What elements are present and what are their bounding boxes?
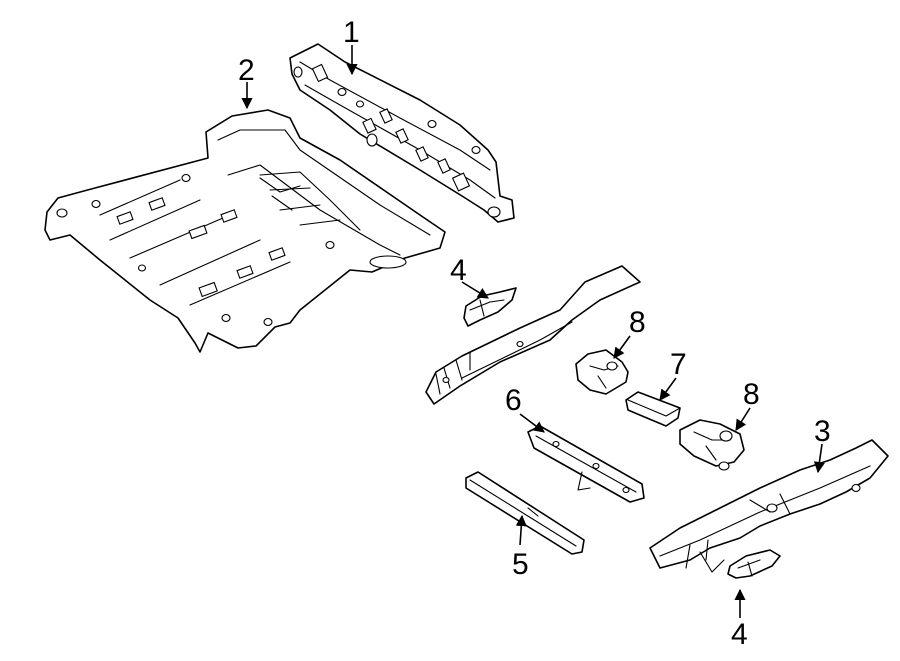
callout-7: 7 [670, 348, 687, 381]
reinforcement-bar-part [527, 425, 645, 503]
callout-3: 3 [814, 415, 831, 448]
callout-1: 1 [343, 16, 360, 49]
callout-6: 6 [505, 384, 522, 417]
callout-8-left: 8 [629, 306, 646, 339]
callout-2: 2 [238, 54, 255, 87]
callout-labels: 1 2 4 8 7 8 6 3 5 4 [238, 16, 831, 651]
rear-side-member-part [649, 439, 889, 573]
callout-4-upper: 4 [450, 254, 467, 287]
leader-lines [241, 45, 825, 618]
plate-part [465, 471, 585, 555]
rear-crossmember-part [289, 43, 515, 223]
side-rail-part [425, 265, 641, 405]
mount-right-part [679, 419, 745, 471]
callout-4-lower: 4 [731, 618, 748, 651]
callout-5: 5 [512, 548, 529, 581]
block-part [625, 391, 681, 427]
bracket-upper-part [463, 287, 517, 327]
mount-left-part [575, 349, 629, 395]
bracket-lower-part [727, 549, 781, 579]
callout-8-right: 8 [743, 378, 760, 411]
floor-pan-part [44, 109, 446, 353]
